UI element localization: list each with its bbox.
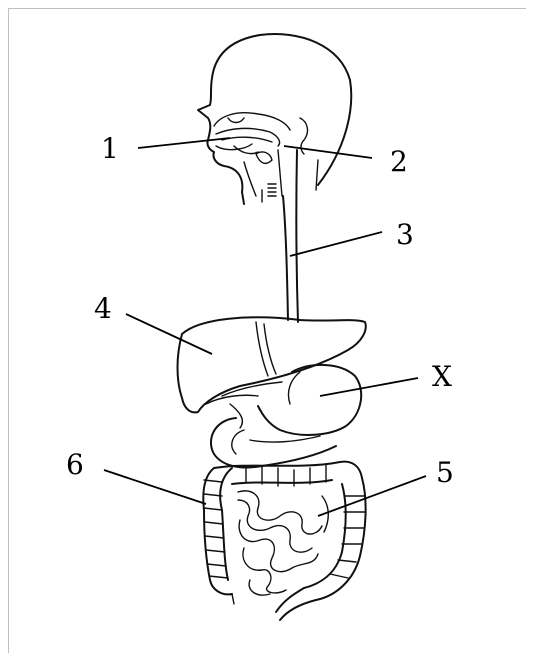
label-4: 4 [94, 292, 112, 325]
esophagus [283, 150, 298, 322]
leader-line-x [320, 378, 418, 396]
mouth-region [214, 113, 290, 202]
label-2: 2 [390, 145, 408, 178]
leader-line-4 [126, 314, 212, 354]
liver [178, 317, 366, 412]
label-5: 5 [436, 456, 454, 489]
leader-line-5 [318, 476, 426, 516]
label-1: 1 [101, 132, 119, 165]
stomach [222, 365, 361, 435]
label-x: X [432, 360, 452, 393]
leader-line-3 [290, 232, 382, 256]
label-3: 3 [396, 218, 414, 251]
small-intestine [238, 491, 328, 595]
label-6: 6 [66, 448, 84, 481]
leader-line-6 [104, 470, 206, 504]
large-intestine [203, 462, 366, 620]
